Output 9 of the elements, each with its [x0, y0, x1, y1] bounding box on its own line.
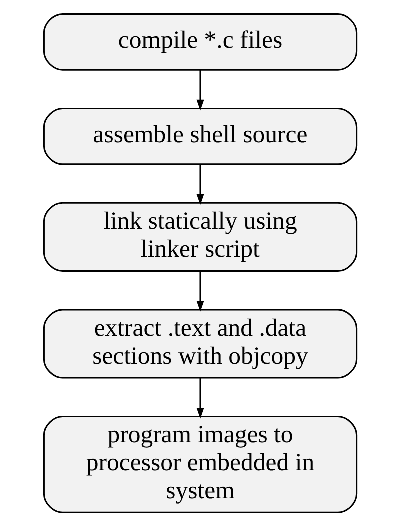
node-box: extract .text and .data sections with objcopy: [43, 309, 358, 379]
arrow: [196, 164, 204, 206]
node-box: link statically using linker script: [43, 202, 358, 272]
node-box: compile *.c files: [43, 14, 358, 71]
arrow: [196, 378, 204, 419]
arrow: [196, 272, 204, 312]
node-box: assemble shell source: [43, 108, 358, 166]
arrow: [196, 70, 204, 111]
node-box: program images to processor embedded in system: [43, 416, 358, 514]
